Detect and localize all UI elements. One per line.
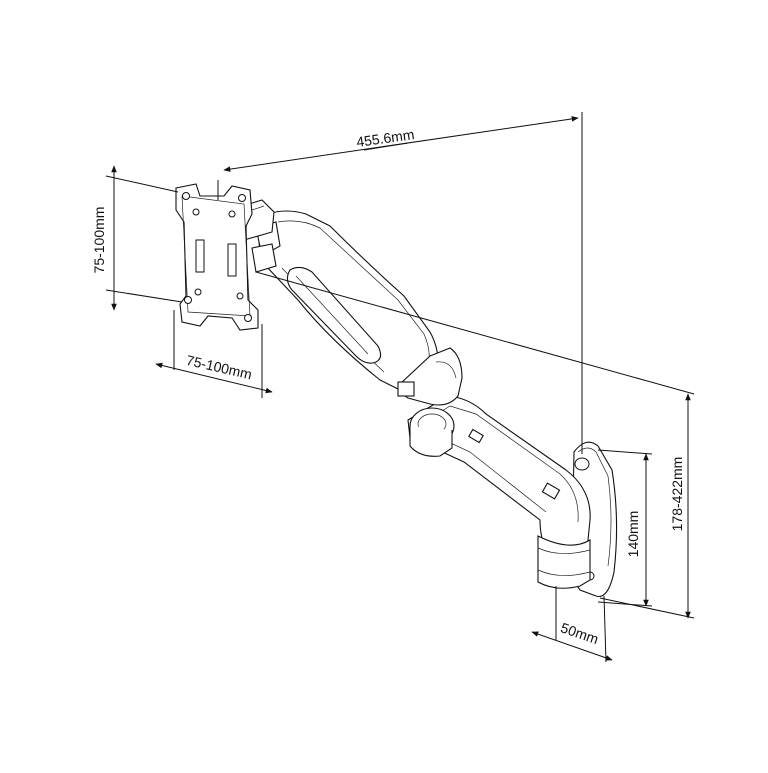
mount-height-label: 178-422mm [669,457,685,532]
gas-spring-cover [286,266,382,364]
plate-height-label: 140mm [625,511,641,558]
dimension-plate-height: 140mm [597,449,653,607]
vesa-width-label: 75-100mm [185,352,254,383]
vesa-slot-left [195,239,205,273]
upper-arm [231,199,463,406]
wall-screw-hole [574,457,590,471]
dimension-mount-height: 178-422mm [255,271,695,619]
vesa-plate [175,183,259,331]
lower-arm [407,395,591,589]
dimension-arm-reach: 455.6mm [217,112,583,454]
vesa-slot-right [227,243,237,277]
vesa-height-label: 75-100mm [91,207,107,274]
dimension-vesa-height: 75-100mm [91,165,183,311]
dimension-plate-depth: 50mm [531,586,613,663]
